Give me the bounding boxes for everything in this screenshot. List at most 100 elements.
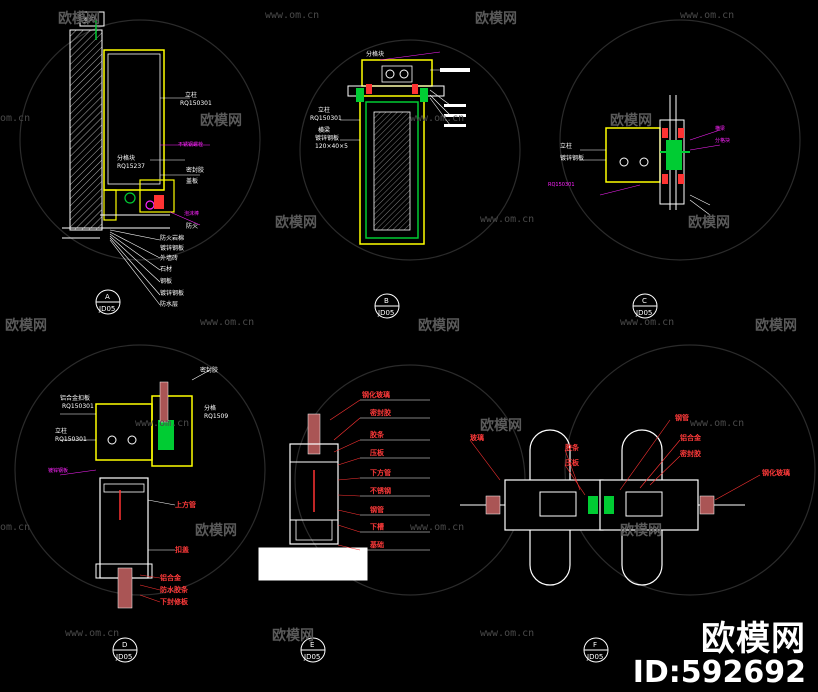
section-sheet: JD05 <box>98 305 115 313</box>
detail-f-label: 钢管 <box>675 413 689 422</box>
detail-d-label: 防水胶条 <box>160 585 189 594</box>
watermark-brand: 欧模网 <box>688 215 730 231</box>
detail-d-label: 密封胶 <box>200 366 218 374</box>
section-letter: B <box>384 297 389 305</box>
detail-e-label: 不锈钢 <box>370 486 391 495</box>
watermark-url: www.om.cn <box>410 113 465 124</box>
brand-logo-text: 欧模网 <box>701 619 806 659</box>
detail-d-label: 下封修板 <box>160 597 189 606</box>
watermark-url: www.om.cn <box>690 418 745 429</box>
detail-b-label: RQ150301 <box>310 115 342 122</box>
watermark-brand: 欧模网 <box>480 418 522 434</box>
detail-f <box>460 419 761 586</box>
watermark-brand: 欧模网 <box>475 11 517 27</box>
detail-a-label: 石材 <box>160 265 172 273</box>
watermark-brand: 欧模网 <box>272 628 314 644</box>
detail-f-label: 玻璃 <box>470 433 484 442</box>
watermark-url: www.om.cn <box>480 214 535 225</box>
section-marker-c: C JD05 <box>632 293 658 319</box>
section-marker-b: B JD05 <box>374 293 400 319</box>
detail-d <box>59 369 211 609</box>
section-sheet: JD05 <box>115 653 132 661</box>
watermark-url: www.om.cn <box>410 522 465 533</box>
section-letter: F <box>593 641 597 649</box>
detail-d-label: 铝合金 <box>160 573 182 582</box>
detail-d-label: 镀锌钢板 <box>48 467 68 474</box>
section-marker-d: D JD05 <box>112 637 138 663</box>
watermark-url: www.om.cn <box>620 317 675 328</box>
section-marker-f: F JD05 <box>583 637 609 663</box>
detail-d-label: 扣盖 <box>175 545 189 554</box>
watermark-url: www.om.cn <box>65 628 120 639</box>
section-marker-a: A JD05 <box>95 289 121 315</box>
detail-a-label: 泡沫棒 <box>184 210 199 217</box>
detail-a-label: 盖板 <box>186 177 198 185</box>
detail-d-label: RQ150301 <box>62 403 94 410</box>
detail-d-label: 分格 <box>204 404 216 412</box>
detail-e-label: 密封胶 <box>370 408 391 417</box>
section-sheet: JD05 <box>635 309 652 317</box>
detail-e-label: 基础 <box>369 540 384 549</box>
detail-b-label: 立柱 <box>318 106 330 114</box>
section-sheet: JD05 <box>303 653 320 661</box>
detail-f-label: 铝合金 <box>680 433 702 442</box>
watermark-url: om.cn <box>0 522 31 533</box>
detail-d-label: RQ1509 <box>204 413 228 420</box>
detail-a-label: 不锈钢螺栓 <box>178 141 203 148</box>
detail-e-label: 钢管 <box>370 505 384 514</box>
watermark-url: www.om.cn <box>480 628 535 639</box>
detail-f-label: 密封胶 <box>680 449 701 458</box>
detail-e-label: 胶条 <box>370 430 385 439</box>
detail-a-label: 镀锌钢板 <box>160 244 184 252</box>
detail-d-label: 上方管 <box>175 500 196 509</box>
detail-a-label: RQ15237 <box>117 163 145 170</box>
detail-d-label: 铝合金扣板 <box>60 394 90 402</box>
watermark-brand: 欧模网 <box>58 11 100 27</box>
detail-e-label: 钢化玻璃 <box>362 390 390 399</box>
detail-f-label: 钢化玻璃 <box>762 468 790 477</box>
watermark-brand: 欧模网 <box>195 523 237 539</box>
watermark-brand: 欧模网 <box>418 318 460 334</box>
watermark-brand: 欧模网 <box>755 318 797 334</box>
section-sheet: JD05 <box>377 309 394 317</box>
detail-a-label: 镀锌钢板 <box>160 289 184 297</box>
detail-f-label: 胶条 <box>565 443 580 452</box>
detail-f-label: 压板 <box>565 458 580 467</box>
section-marker-e: E JD05 <box>300 637 326 663</box>
section-sheet: JD05 <box>586 653 603 661</box>
detail-c-label: RQ150301 <box>548 182 575 188</box>
detail-a-label: 外墙砖 <box>160 254 178 262</box>
detail-b-label: 分格块 <box>366 50 384 58</box>
detail-d-label: 立柱 <box>55 427 67 435</box>
watermark-brand: 欧模网 <box>5 318 47 334</box>
watermark-brand: 欧模网 <box>275 215 317 231</box>
detail-b-label: 120×40×5 <box>315 143 348 150</box>
watermark-url: www.om.cn <box>680 10 735 21</box>
detail-b-label: 镀锌钢板 <box>315 134 339 142</box>
watermark-url: www.om.cn <box>135 418 190 429</box>
detail-a-label: 钢板 <box>160 277 172 285</box>
detail-c-label: 横梁 <box>715 125 725 132</box>
detail-a-label: 防火 <box>186 222 198 230</box>
section-letter: E <box>310 641 314 649</box>
detail-b <box>340 51 470 245</box>
detail-a <box>62 11 210 306</box>
watermark-url: www.om.cn <box>265 10 320 21</box>
watermark-url: www.om.cn <box>200 317 255 328</box>
watermark-url: om.cn <box>0 113 31 124</box>
section-letter: A <box>105 293 110 301</box>
brand-id: ID:592692 <box>632 655 806 690</box>
watermark-brand: 欧模网 <box>200 113 242 129</box>
detail-c <box>580 95 721 216</box>
detail-e-label: 压板 <box>370 448 385 457</box>
watermark-brand: 欧模网 <box>620 523 662 539</box>
detail-e-label: 下方管 <box>370 468 391 477</box>
detail-a-label: 密封胶 <box>186 166 204 174</box>
detail-c-label: 镀锌钢板 <box>560 154 584 162</box>
detail-e-label: 下槽 <box>370 522 384 531</box>
detail-a-label: 防火岩棉 <box>160 234 184 242</box>
detail-a-label: 防水层 <box>160 300 178 308</box>
detail-c-label: 立柱 <box>560 142 572 150</box>
detail-a-label: 分格块 <box>117 154 135 162</box>
